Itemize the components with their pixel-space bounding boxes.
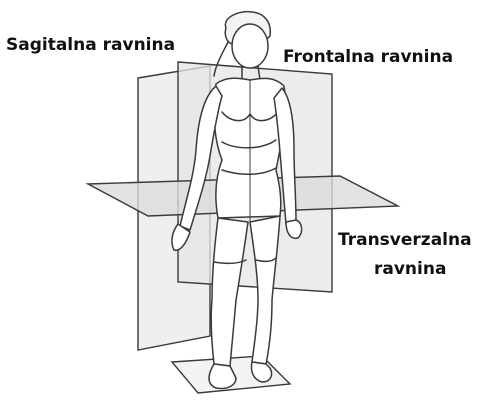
sagittal-plane-label: Sagitalna ravnina [6,34,175,56]
transverse-plane-label-line2: ravnina [374,258,446,280]
transverse-plane-label-line1: Transverzalna [338,229,472,251]
left-leg [211,218,248,366]
frontal-plane-label: Frontalna ravnina [283,46,453,68]
head [232,24,268,68]
right-leg [250,216,280,364]
